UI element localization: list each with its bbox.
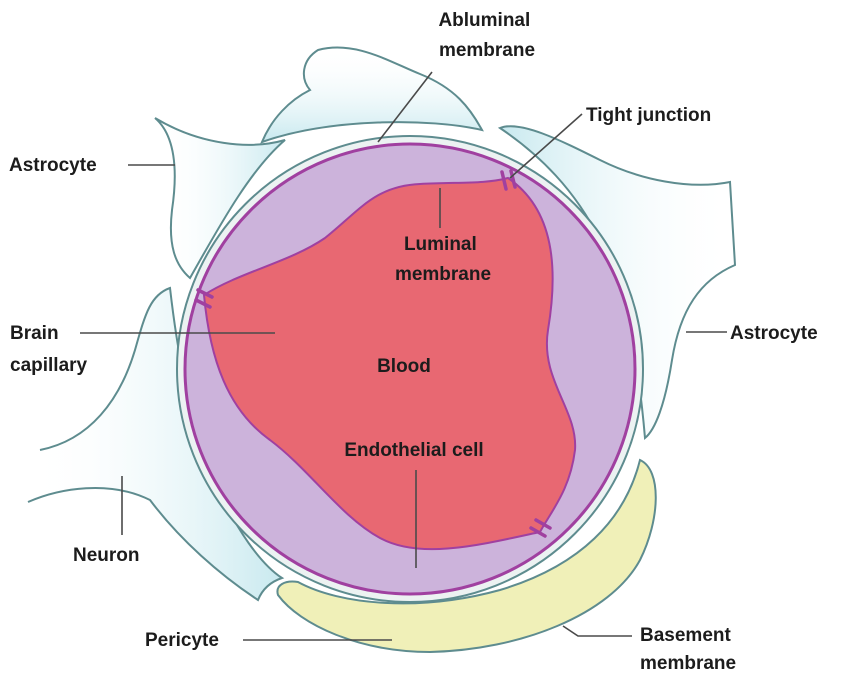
label-neuron: Neuron (73, 545, 140, 566)
label-brain-capillary: Brain capillary (10, 323, 88, 376)
label-tight-junction: Tight junction (586, 105, 711, 126)
label-astrocyte-right: Astrocyte (730, 323, 818, 344)
astrocyte-top (262, 47, 482, 142)
label-endothelial-cell: Endothelial cell (344, 440, 483, 461)
label-abluminal-membrane: Abluminal membrane (438, 10, 535, 61)
label-blood: Blood (377, 356, 431, 377)
label-basement-membrane: Basement membrane (640, 625, 736, 674)
label-pericyte: Pericyte (145, 630, 219, 651)
leader-basement (563, 626, 632, 636)
label-astrocyte-left: Astrocyte (9, 155, 97, 176)
